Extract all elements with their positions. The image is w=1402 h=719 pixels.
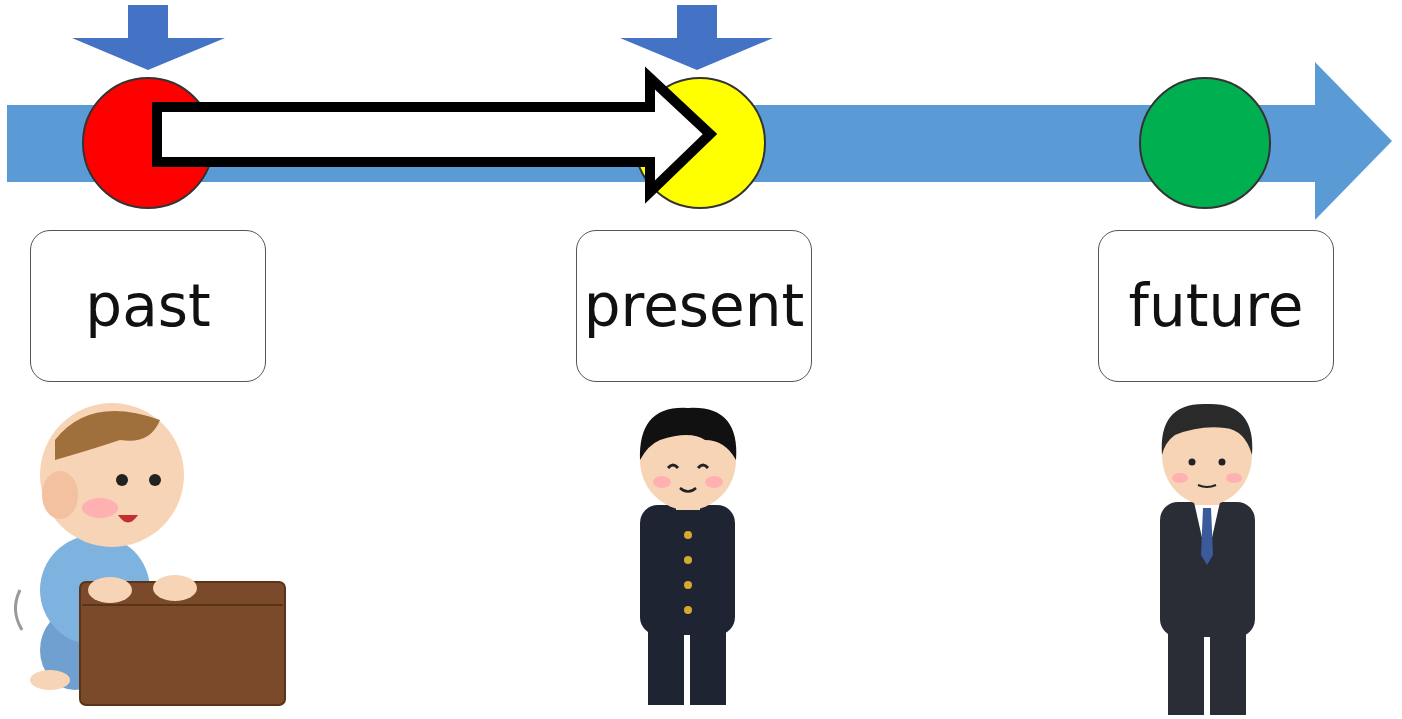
marker-arrow [620,5,773,70]
label-box: past [30,230,266,382]
time-label: present [584,277,804,335]
marker-arrow [72,5,225,70]
baby-figure [15,403,285,705]
future-circle [1140,78,1270,208]
time-label: future [1129,277,1304,335]
hollow-arrow [157,78,710,192]
adult-figure [1160,404,1255,715]
label-box: future [1098,230,1334,382]
timeline-arrow [7,62,1392,220]
label-box: present [576,230,812,382]
student-figure [640,408,736,705]
time-label: past [85,277,210,335]
